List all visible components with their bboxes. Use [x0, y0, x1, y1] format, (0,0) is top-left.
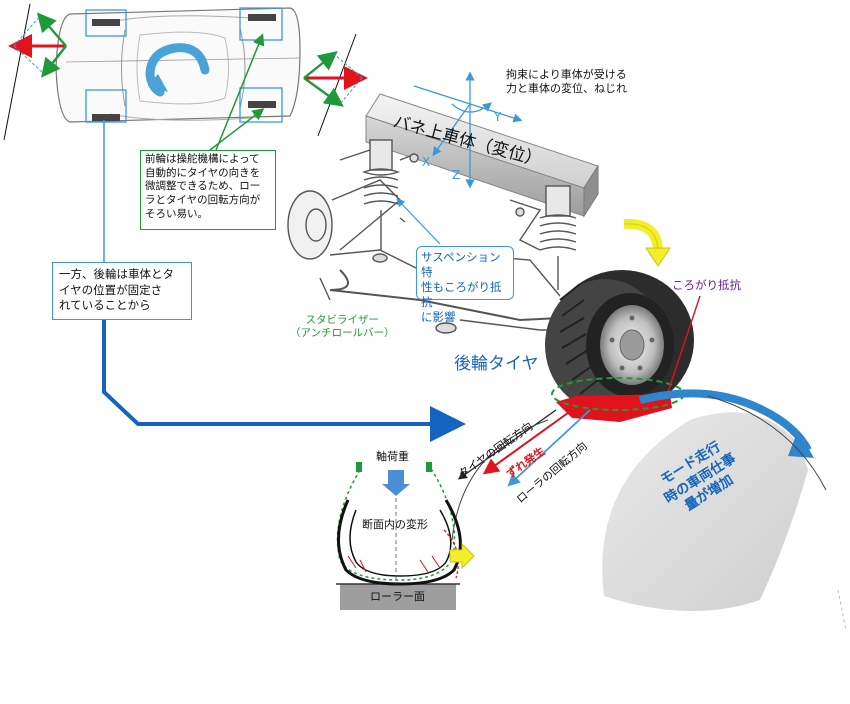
suspension-note-box: サスペンション特 性もころがり抵抗 に影響: [416, 246, 514, 324]
suspension-note-pointer: [396, 198, 441, 245]
section-deformation-label: 断面内の変形: [362, 518, 428, 531]
right-force-vectors: [303, 33, 368, 137]
force-caption: 拘束により車体が受ける 力と車体の変位、ねじれ: [506, 68, 627, 95]
direction-arrows: [457, 409, 591, 487]
rear-note-text: 一方、後輪は車体とタ イヤの位置が固定さ れていることから: [59, 267, 174, 313]
axis-y-label: Y: [494, 110, 502, 124]
rear-tire-label: 後輪タイヤ: [454, 354, 539, 374]
left-force-vectors: [3, 3, 67, 141]
suspension-assembly: [287, 139, 577, 334]
body-beam: [365, 93, 599, 218]
axis-x-label: X: [422, 155, 431, 169]
front-note-box: 前輪は操舵機構によって 自動的にタイヤの向きを 微調整できるため、ロー ラとタイ…: [140, 150, 276, 230]
front-note-pointers: [209, 33, 265, 151]
front-note-text: 前輪は操舵機構によって 自動的にタイヤの向きを 微調整できるため、ロー ラとタイ…: [145, 153, 261, 220]
mode-circle: [451, 389, 847, 631]
tire-cross-section: [336, 462, 475, 610]
tire-icon: [545, 270, 694, 422]
rear-note-box: 一方、後輪は車体とタ イヤの位置が固定さ れていることから: [52, 262, 192, 320]
car-top-view: [55, 7, 301, 123]
stabilizer-label: スタビライザー （アンチロールバー）: [290, 314, 395, 340]
roller-surface-label: ローラー面: [370, 590, 425, 603]
suspension-note-text: サスペンション特 性もころがり抵抗 に影響: [421, 250, 502, 324]
axis-z-label: Z: [452, 168, 461, 182]
xyz-axes: [413, 71, 523, 189]
axle-load-label: 軸荷重: [376, 450, 409, 463]
rear-flow-arrow: [102, 318, 466, 442]
rolling-resistance-label: ころがり抵抗: [672, 278, 741, 292]
rolling-resistance-pointer: [667, 295, 701, 393]
yellow-curved-arrow: [623, 218, 671, 267]
